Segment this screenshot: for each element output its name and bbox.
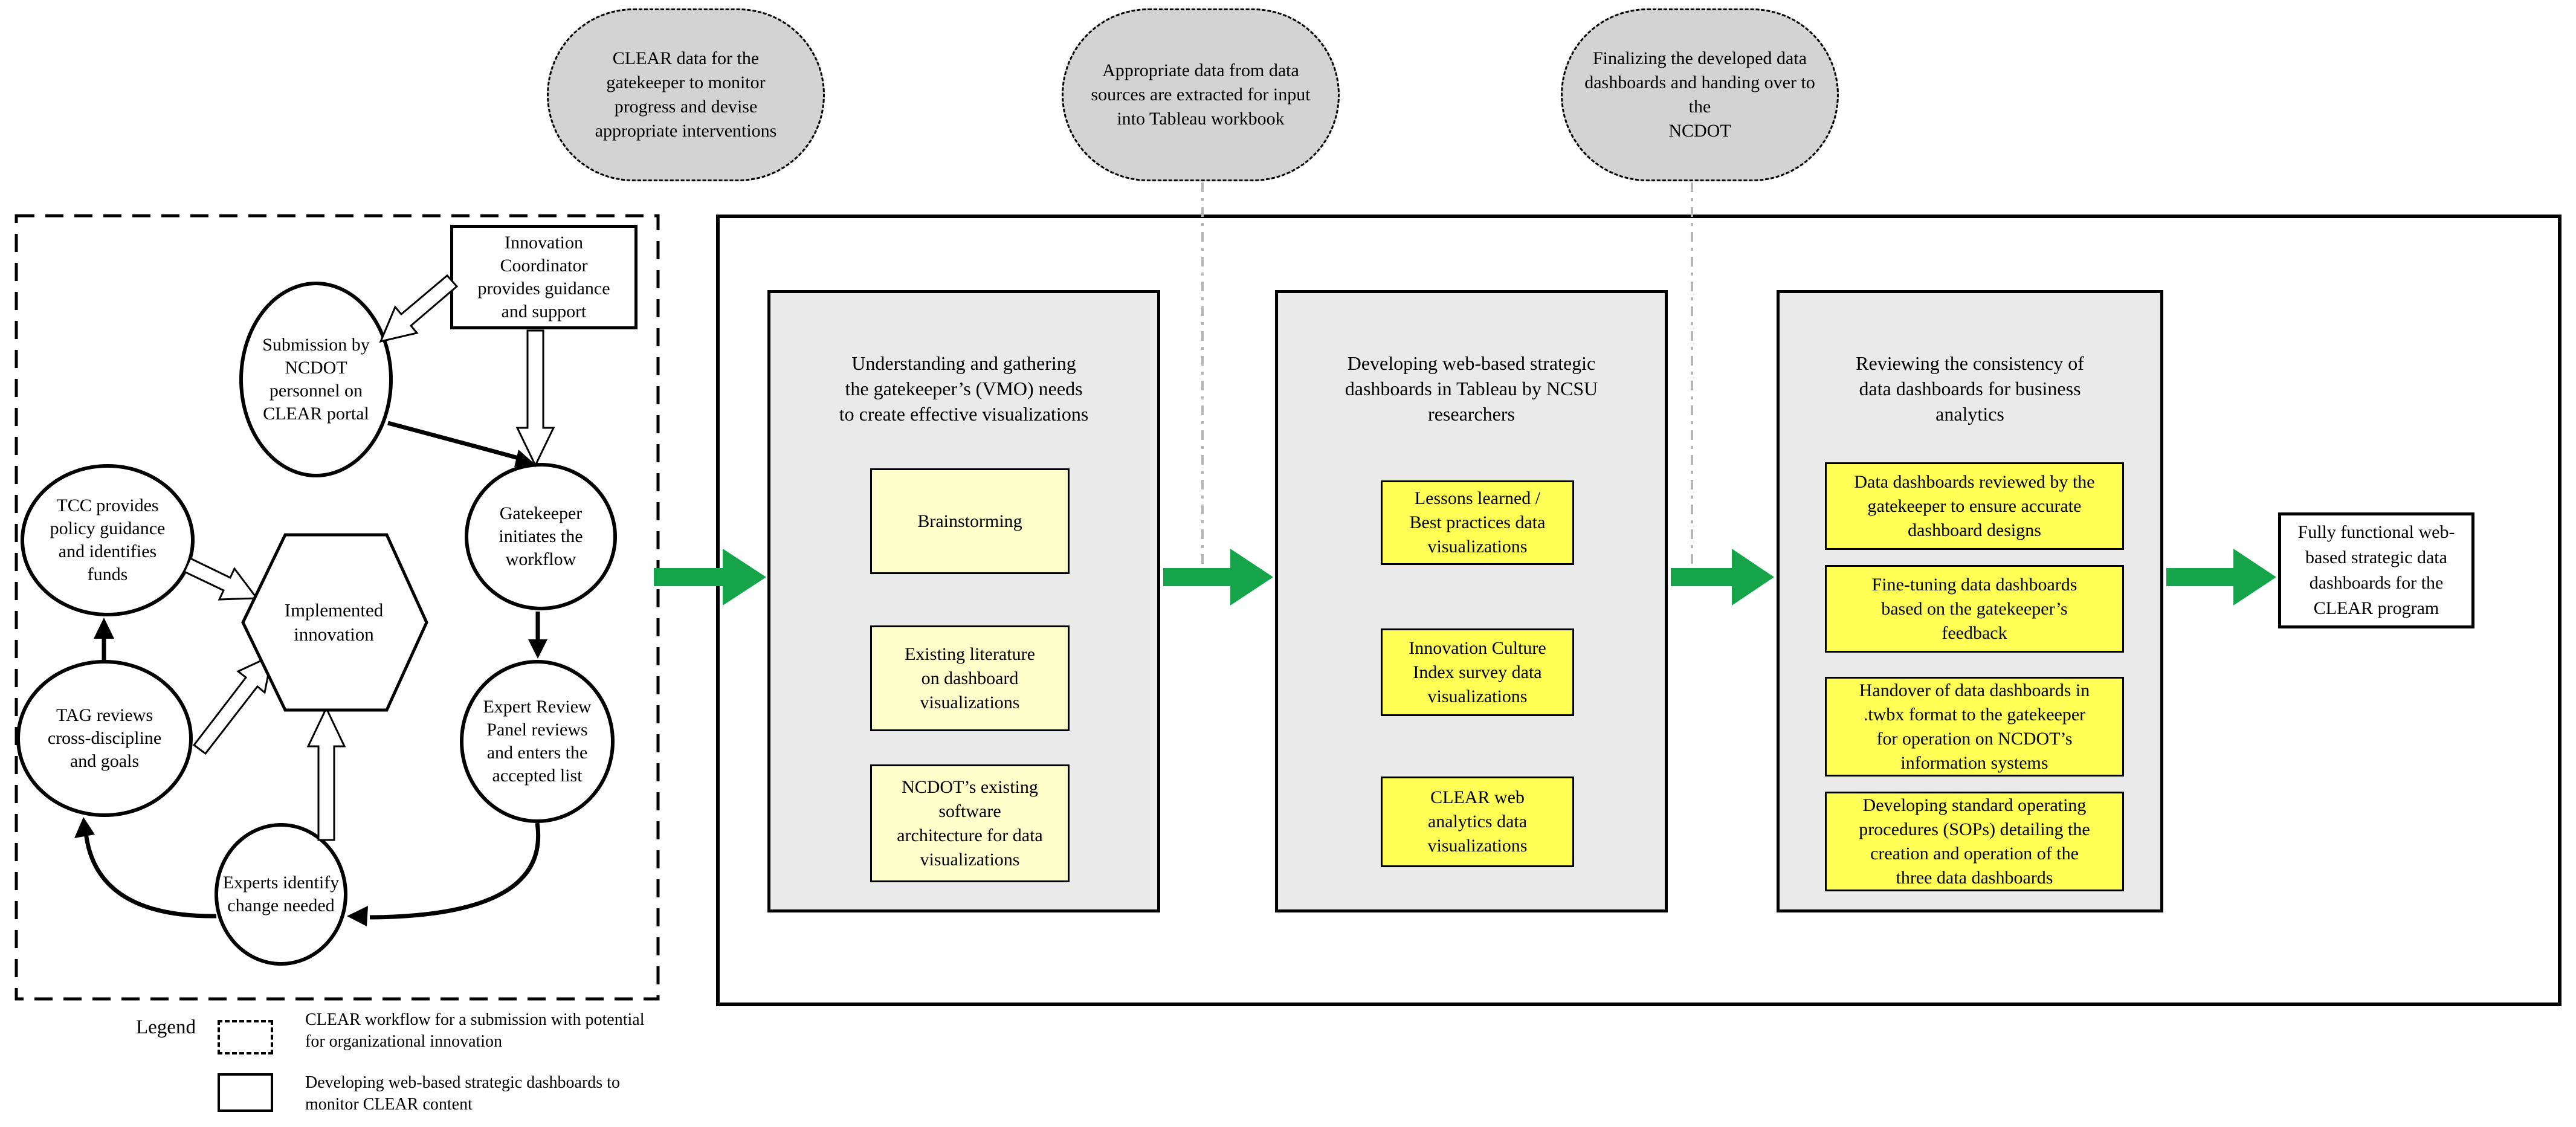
phase-3-panel: Reviewing the consistency of data dashbo… [1777,290,2163,912]
arrowhead-tag-to-tcc [94,618,114,639]
phase-3-item-reviewed: Data dashboards reviewed by the gatekeep… [1825,462,2124,550]
phase-3-item-sops: Developing standard operating procedures… [1825,792,2124,891]
hollow-arrow-experts-to-hexagon [306,706,346,841]
phase-2-item-lessons: Lessons learned / Best practices data vi… [1381,480,1574,565]
phase-1-panel: Understanding and gathering the gatekeep… [767,290,1160,912]
hexagon-label: Implemented innovation [284,599,384,645]
arrow-experts-to-tag [83,825,217,919]
legend-title: Legend [136,1016,196,1038]
arrow-submission-to-gatekeeper [387,421,528,463]
hollow-arrow-coordinator-to-gatekeeper [515,329,555,468]
legend-item-dashboards: Developing web-based strategic dashboard… [305,1073,620,1114]
stadium-clear-data: CLEAR data for the gatekeeper to monitor… [547,8,825,181]
dashboard-development-container [716,215,2561,1006]
hollow-arrow-tcc-to-hexagon [183,557,259,601]
innovation-coordinator-box: Innovation Coordinator provides guidance… [450,225,638,329]
arrowhead-panel-to-experts [347,906,368,926]
tag-circle: TAG reviews cross-discipline and goals [16,660,193,817]
phase-2-item-ici-survey: Innovation Culture Index survey data vis… [1381,628,1574,716]
phase-1-title: Understanding and gathering the gatekeep… [839,352,1089,425]
phase-3-item-fine-tuning: Fine-tuning data dashboards based on the… [1825,565,2124,653]
phase-2-panel: Developing web-based strategic dashboard… [1275,290,1668,912]
arrowhead-experts-to-tag [74,817,95,838]
phase-1-item-brainstorming: Brainstorming [870,468,1070,574]
legend-key-dashed-box [218,1020,273,1054]
stadium-data-extraction: Appropriate data from data sources are e… [1062,8,1340,181]
gatekeeper-circle: Gatekeeper initiates the workflow [465,463,617,610]
experts-circle: Experts identify change needed [215,823,347,966]
stadium-finalizing: Finalizing the developed data dashboards… [1561,8,1839,181]
phase-2-title: Developing web-based strategic dashboard… [1344,352,1598,425]
tcc-circle: TCC provides policy guidance and identif… [21,464,195,616]
hollow-arrow-coordinator-to-submission [379,274,459,343]
hollow-arrow-tag-to-hexagon [192,654,274,755]
expert-panel-circle: Expert Review Panel reviews and enters t… [460,660,615,823]
phase-1-item-literature: Existing literature on dashboard visuali… [870,625,1070,731]
phase-1-item-architecture: NCDOT’s existing software architecture f… [870,764,1070,882]
phase-3-title: Reviewing the consistency of data dashbo… [1856,352,2084,425]
arrowhead-gatekeeper-to-panel [528,639,547,659]
arrow-panel-to-experts [369,822,540,920]
phase-2-item-web-analytics: CLEAR web analytics data visualizations [1381,777,1574,867]
legend-item-clear-workflow: CLEAR workflow for a submission with pot… [305,1010,645,1051]
outcome-box: Fully functional web- based strategic da… [2278,512,2474,628]
phase-3-item-handover: Handover of data dashboards in .twbx for… [1825,677,2124,777]
submission-circle: Submission by NCDOT personnel on CLEAR p… [239,282,393,477]
legend-key-solid-box [218,1073,273,1112]
